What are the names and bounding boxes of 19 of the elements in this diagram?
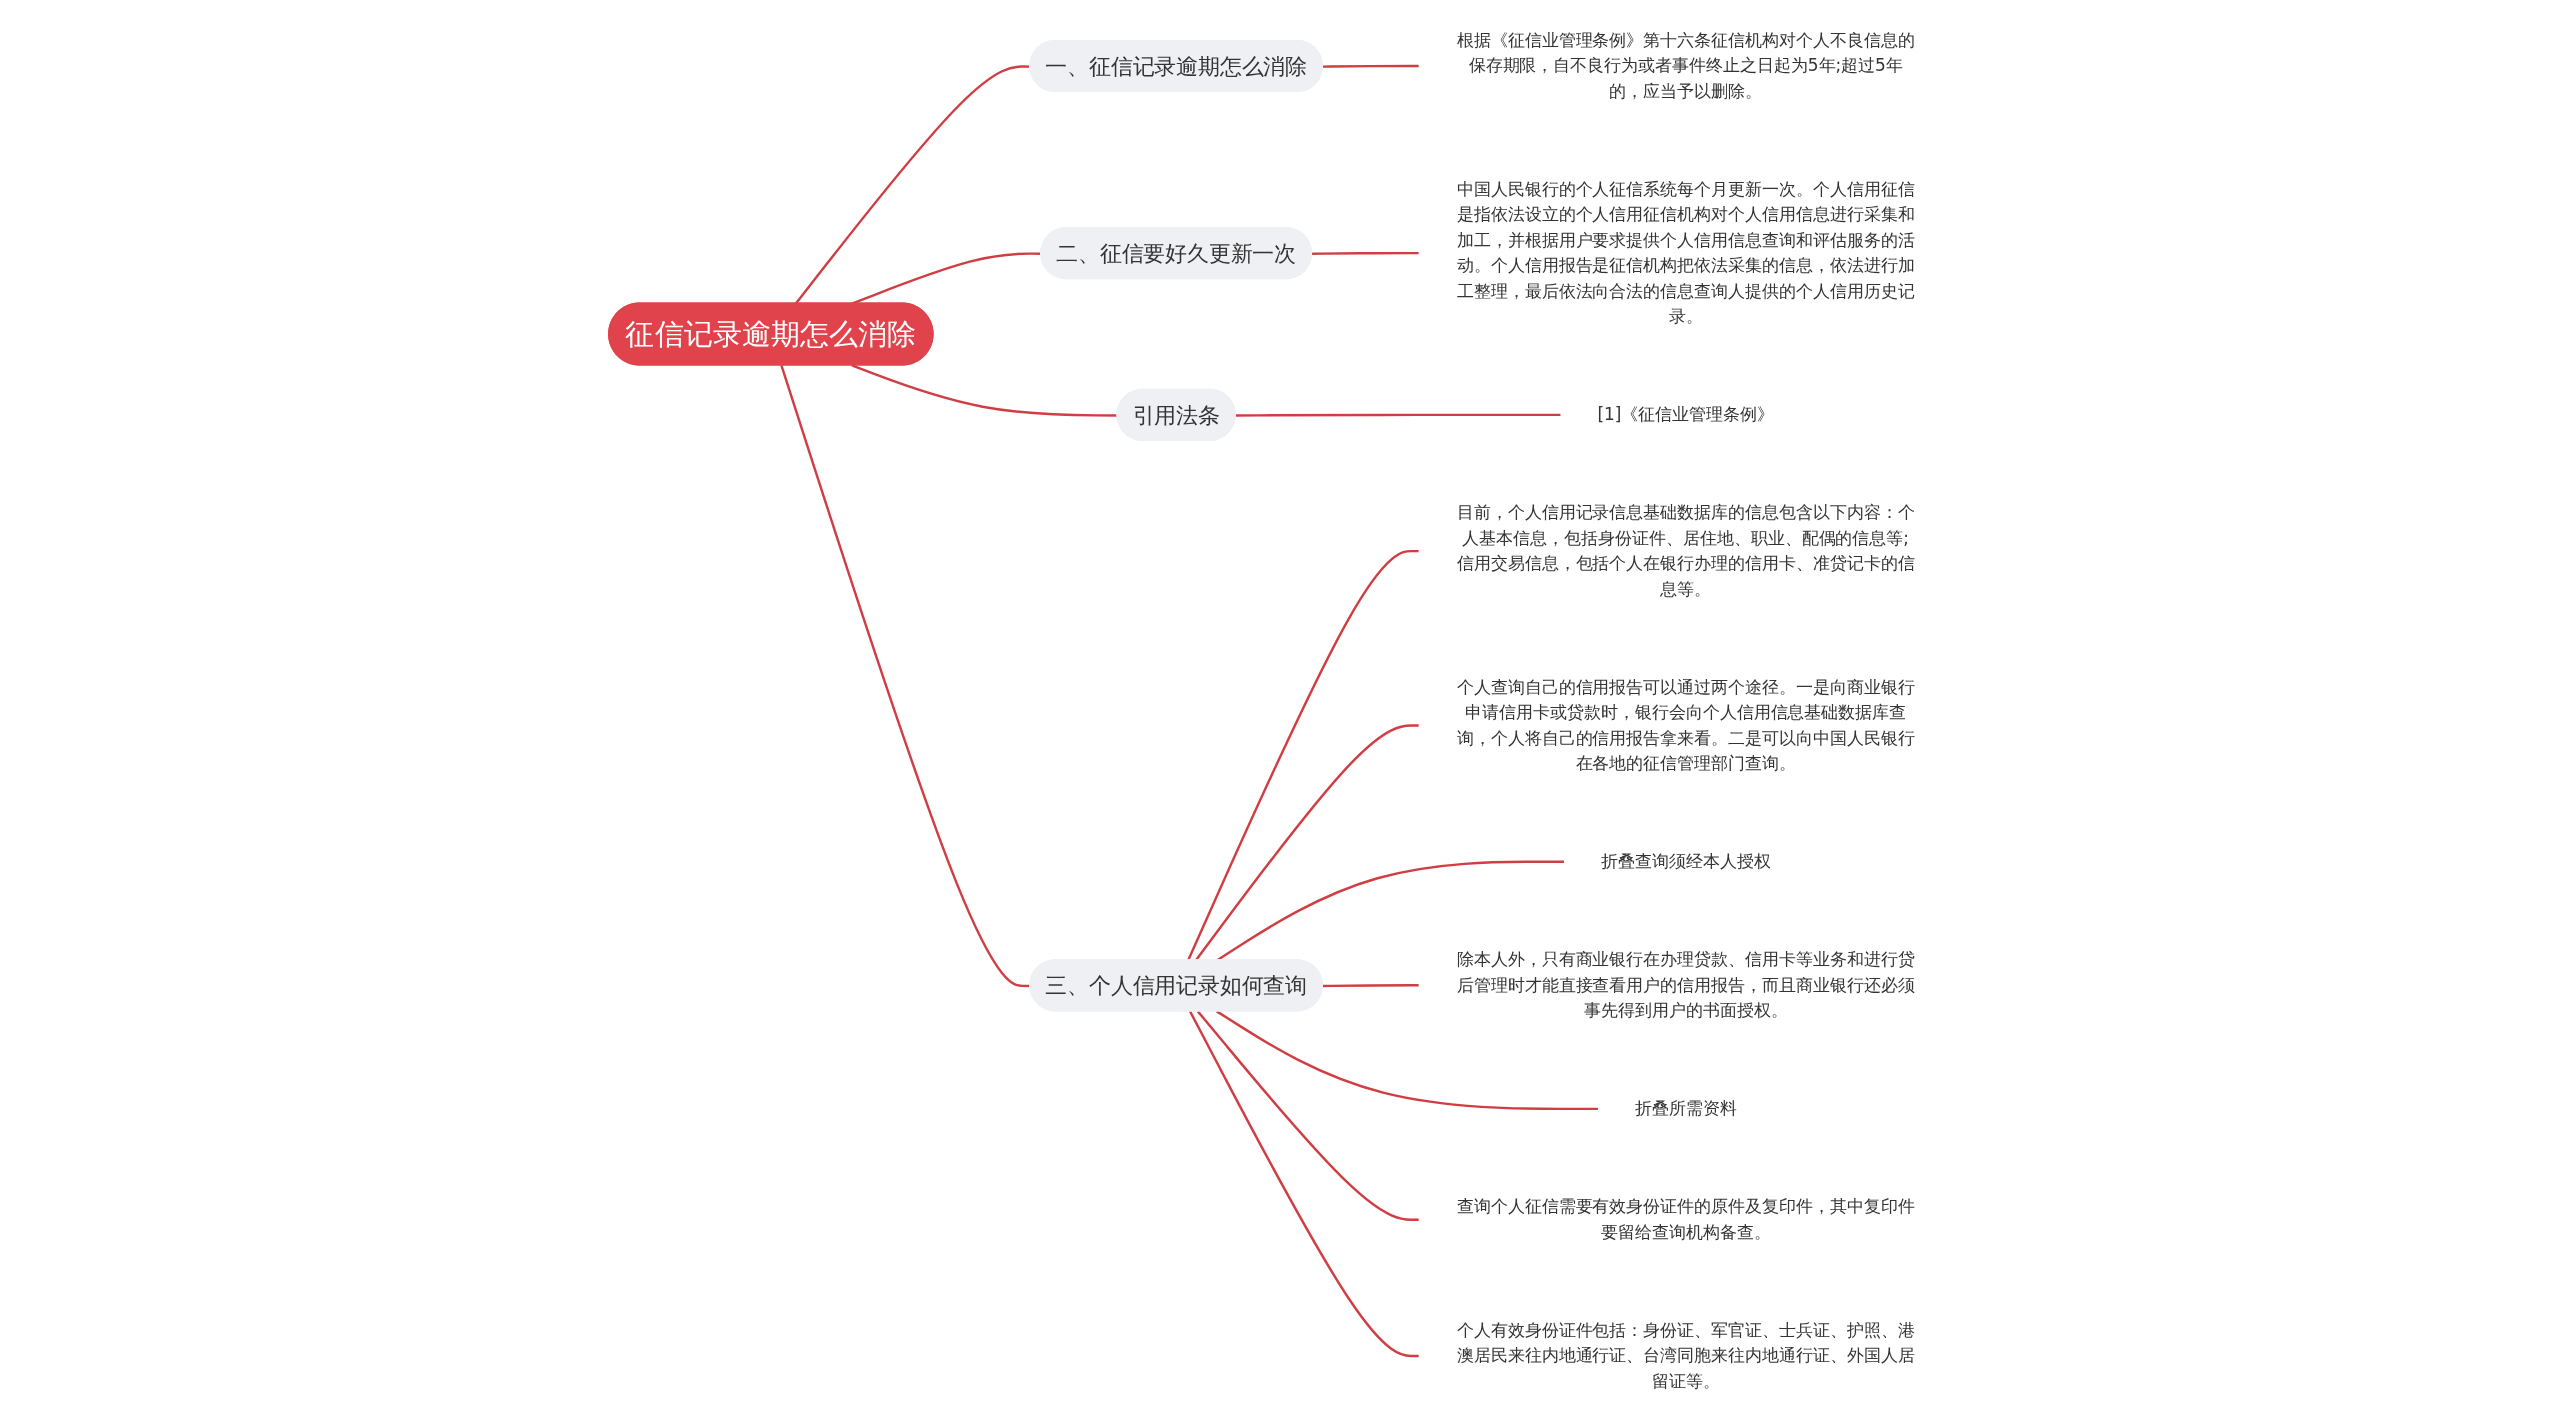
- node-text: 个人查询自己的信用报告可以通过两个途径。一是向商业银行申请信用卡或贷款时，银行会向个人信用信息基础数据库查询，个人将自己的信用报告拿来看。二是可以向中国人民银行在各地的征信管理部门查询。: [1456, 677, 1915, 773]
- connector: [1186, 549, 1419, 961]
- node-text: 目前，个人信用记录信息基础数据库的信息包含以下内容：个人基本信息，包括身份证件、居住地、职业、配偶的信息等;信用交易信息，包括个人在银行办理的信用卡、准贷记卡的信息等。: [1456, 502, 1915, 599]
- connector: [1322, 64, 1419, 68]
- node-text: 除本人外，只有商业银行在办理贷款、信用卡等业务和进行贷后管理时才能直接查看用户的信用报告，而且商业银行还必须事先得到用户的书面授权。: [1456, 949, 1915, 1020]
- node-text: 中国人民银行的个人征信系统每个月更新一次。个人信用征信是指依法设立的个人信用征信机构对个人信用信息进行采集和加工，并根据用户要求提供个人信用信息查询和评估服务的活动。个人信用报告是征信机构把依法采集的信息，依法进行加工整理，最后依法向合法的信息查询人提供的个人信用历史记录。: [1456, 179, 1915, 326]
- connector: [1196, 1010, 1419, 1221]
- connector: [1215, 1010, 1599, 1111]
- node-text: [1]《征信业管理条例》: [1596, 404, 1774, 424]
- node-text: 个人有效身份证件包括：身份证、军官证、士兵证、护照、港澳居民来往内地通行证、台湾同胞来往内地通行证、外国人居留证等。: [1456, 1320, 1915, 1391]
- node-text: 折叠所需资料: [1634, 1098, 1737, 1118]
- connector: [1188, 1010, 1419, 1358]
- connector: [1322, 984, 1419, 988]
- connector: [1311, 251, 1419, 255]
- connector: [1235, 413, 1561, 417]
- node-text: 根据《征信业管理条例》第十六条征信机构对个人不良信息的保存期限，自不良行为或者事件终止之日起为5年;超过5年的，应当予以删除。: [1456, 30, 1915, 101]
- connector: [851, 252, 1041, 305]
- node-text: 折叠查询须经本人授权: [1600, 851, 1771, 871]
- node-text: 查询个人征信需要有效身份证件的原件及复印件，其中复印件要留给查询机构备查。: [1456, 1196, 1915, 1242]
